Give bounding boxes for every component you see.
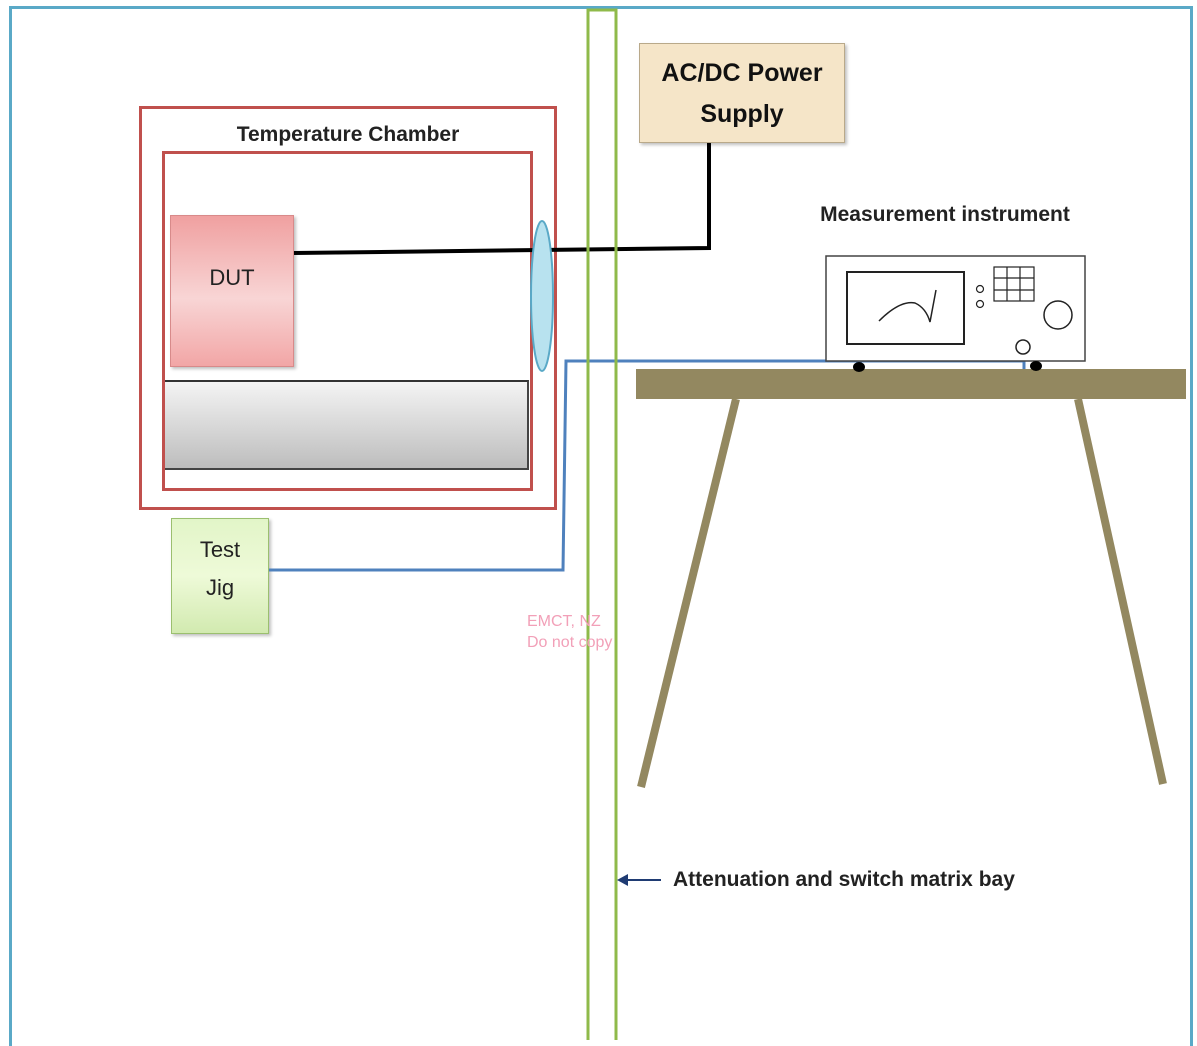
dut-label: DUT	[209, 265, 255, 290]
power-supply-label: AC/DC Power Supply	[639, 53, 845, 135]
instrument-knob-small-2	[975, 299, 985, 309]
watermark: EMCT, NZ Do not copy	[527, 611, 612, 653]
chamber-shelf	[165, 380, 529, 470]
instrument-screen	[846, 271, 965, 345]
instrument-keypad	[993, 266, 1035, 302]
table-leg-left	[637, 398, 740, 788]
switch-matrix-bay	[586, 8, 618, 1040]
instrument-knob-small-1	[975, 284, 985, 294]
bay-pointer-arrow	[617, 874, 661, 886]
temperature-chamber-outer-wall	[139, 106, 557, 510]
power-supply-box	[639, 43, 845, 143]
instrument-dial	[1043, 300, 1073, 330]
measurement-instrument-label: Measurement instrument	[820, 203, 1070, 226]
table-leg-right	[1074, 398, 1167, 785]
watermark-line1: EMCT, NZ	[527, 613, 601, 630]
chamber-feedthrough	[530, 220, 554, 372]
watermark-line2: Do not copy	[527, 634, 613, 651]
dut-box	[170, 215, 294, 367]
power-cable	[293, 143, 711, 255]
power-supply-label-line1: AC/DC Power	[661, 59, 823, 87]
instrument-foot-left	[853, 362, 865, 372]
test-jig-label-line2: Jig	[205, 575, 235, 600]
switch-matrix-bay-label: Attenuation and switch matrix bay	[673, 868, 1015, 891]
test-jig-box	[171, 518, 269, 634]
instrument-trace	[878, 289, 937, 323]
rf-cable	[269, 359, 1026, 572]
test-jig-label: Test Jig	[171, 531, 269, 607]
measurement-instrument	[825, 255, 1086, 372]
lab-boundary-frame	[9, 6, 1193, 1046]
instrument-rf-port	[1015, 339, 1031, 355]
instrument-foot-right	[1030, 361, 1042, 371]
test-jig-label-line1: Test	[199, 537, 241, 562]
table-top	[636, 369, 1186, 399]
power-supply-label-line2: Supply	[700, 100, 784, 128]
temperature-chamber-label: Temperature Chamber	[236, 123, 460, 146]
